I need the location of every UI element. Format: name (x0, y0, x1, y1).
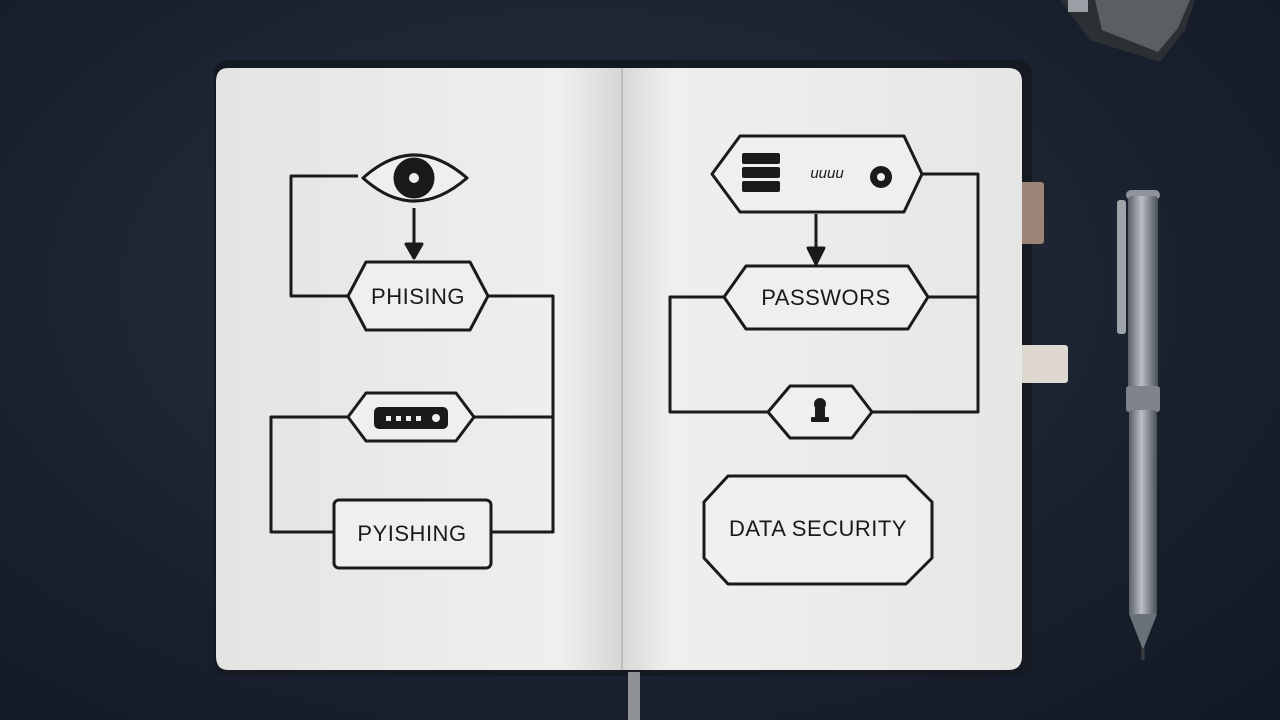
ribbon-marker (628, 672, 640, 720)
phising-node (346, 260, 490, 332)
passwors-label: PASSWORS (761, 285, 891, 310)
notebook (214, 60, 1068, 720)
pen (1117, 190, 1160, 660)
phising-label: PHISING (371, 284, 465, 309)
data-security-node (702, 474, 934, 586)
right-diagram (668, 134, 980, 586)
passwors-node (722, 264, 930, 331)
pyishing-label: PYISHING (357, 521, 466, 546)
database-icon (742, 153, 780, 192)
keyhole-icon (811, 398, 829, 422)
router-icon (374, 407, 448, 429)
radio-dot-icon (870, 166, 892, 188)
server-scribble: uuuu (810, 165, 844, 182)
data-security-label: DATA SECURITY (729, 516, 907, 541)
pen-clip (1117, 200, 1126, 334)
metal-clip-object (1060, 0, 1195, 62)
pyishing-node (332, 498, 493, 570)
bookmark-tab (1020, 345, 1068, 383)
left-page (216, 68, 622, 670)
left-diagram (269, 153, 555, 570)
bookmark-ribbon (1016, 182, 1044, 244)
eye-icon (361, 153, 469, 203)
